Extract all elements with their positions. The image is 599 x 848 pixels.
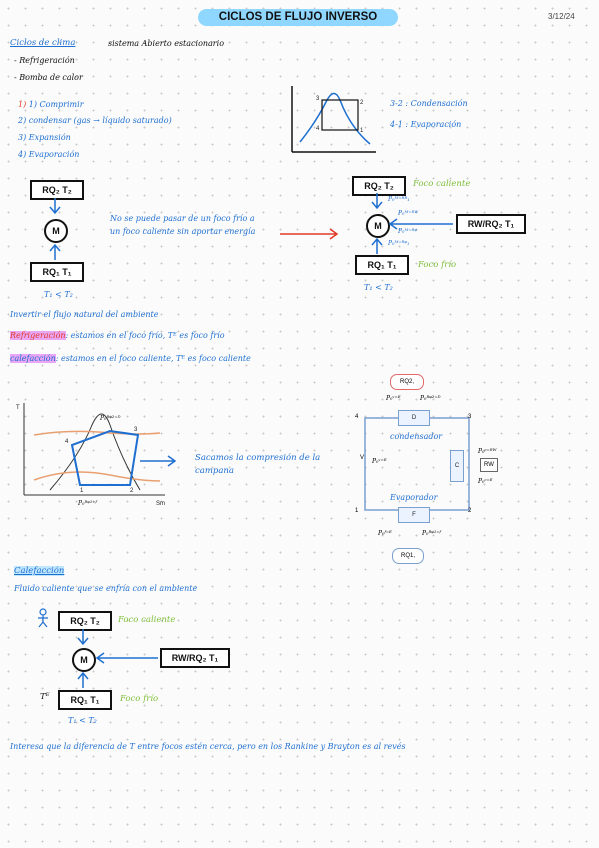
section-heading: Ciclos de clima — [10, 38, 76, 48]
cold-focus-label: Foco frío — [120, 694, 159, 704]
power-label: P₀ᴿᵠ²⁼ᴰ — [420, 395, 441, 402]
pv-diagram: 3 2 4 1 — [291, 86, 376, 153]
arrow-down-icon — [77, 629, 89, 646]
heating-line: calefacción: estamos en el foco caliente… — [10, 354, 251, 363]
final-note: Interesa que la diferencia de T entre fo… — [10, 742, 406, 751]
arrow-up-icon — [49, 243, 61, 260]
arrow-left-icon — [388, 218, 453, 230]
hot-reservoir-box: RQ₂ T₂ — [352, 176, 406, 196]
work-node: RW — [480, 458, 498, 472]
step-3: 3) Expansión — [18, 133, 71, 142]
valve-label: V — [360, 455, 365, 461]
pv-label-2: 2 — [360, 100, 364, 106]
pv-label-3: 3 — [316, 96, 320, 102]
refrigeration-line: Refrigeración: estamos en el foco frío, … — [10, 331, 225, 340]
ts-label-3: 3 — [134, 427, 138, 433]
power-label: P₀ᴹ⁼ᴿᵠ — [398, 228, 417, 235]
temperature-condition: T₁ < T₂ — [364, 283, 393, 292]
arrow-left-icon — [95, 652, 158, 664]
intro-text: sistema Abierto estacionario — [108, 39, 225, 48]
hot-reservoir-box: RQ₂ T₂ — [30, 180, 84, 200]
power-label: P₀ᴹ⁼ᴿᵂ — [398, 210, 419, 217]
power-label: P₀ᴹ⁼ᴿᴮ₁ — [388, 196, 410, 203]
ts-label-4: 4 — [65, 439, 69, 445]
state-4: 4 — [355, 414, 359, 420]
evaporator-box: F — [398, 507, 430, 523]
arrow-up-icon — [77, 671, 89, 688]
ts-label-1: 1 — [80, 488, 84, 494]
compressor-box: C — [450, 450, 464, 482]
power-label: P₀ᴹ⁼ᴿᵠ₁ — [388, 240, 410, 247]
ts-diagram: T Sm 4 3 1 2 — [16, 403, 165, 505]
state-3: 3 — [468, 414, 472, 420]
state-1: 1 — [355, 508, 359, 514]
temperature-condition: T₁ < T₂ — [68, 716, 97, 725]
state-2: 2 — [468, 508, 472, 514]
arrow-up-icon — [371, 237, 383, 254]
ts-note: Sacamos la compresión de la campana — [195, 453, 321, 476]
power-label: P₀ᶠ⁼ᴱ — [378, 530, 392, 537]
power-label: P₀ᴿᵠ¹⁼ᶠ — [422, 530, 441, 537]
ts-power-bottom: P₀ᴿᵠ¹⁼ᶠ — [78, 500, 97, 507]
ts-label-2: 2 — [130, 488, 134, 494]
ts-axis-x: Sm — [156, 501, 165, 505]
hot-focus-label: Foco caliente — [413, 179, 471, 189]
cold-reservoir-node: RQ1, — [392, 548, 424, 564]
ts-axis-y: T — [16, 405, 20, 411]
motor-circle: M — [72, 648, 96, 672]
cold-reservoir-box: RQ₁ T₁ — [355, 255, 409, 275]
arrow-right-icon — [280, 228, 339, 240]
cold-reservoir-box: RQ₁ T₁ — [30, 262, 84, 282]
condenser-label: condensador — [390, 432, 443, 441]
evaporator-label: Evaporador — [390, 493, 438, 502]
power-label: P₀ᵛ⁼ᴱ — [386, 395, 401, 402]
temperature-condition: T₁ < T₂ — [44, 290, 73, 299]
pv-note-condensation: 3-2 : Condensación — [390, 99, 468, 108]
hot-reservoir-node: RQ2, — [390, 374, 424, 390]
step-4: 4) Evaporación — [18, 150, 80, 159]
page-title: CICLOS DE FLUJO INVERSO — [198, 9, 398, 26]
list-item: - Refrigeración — [14, 56, 75, 65]
section-heading: Calefacción — [14, 566, 65, 576]
power-label: P₀ᶜ⁼ᴱ — [478, 478, 493, 485]
ts-power-top: P₀ᴿᵠ²⁼ᴰ — [100, 415, 121, 422]
step-1: 1) 1) Comprimir — [18, 100, 84, 109]
calef-text: Fluido caliente que se enfría con el amb… — [14, 584, 198, 593]
arrow-down-icon — [49, 198, 61, 215]
power-label: P₀ᵛ⁼ᴱ — [372, 458, 387, 465]
work-box: RW/RQ₂ T₁ — [456, 214, 526, 234]
condenser-box: D — [398, 410, 430, 426]
diagram-note: No se puede pasar de un foco frío a un f… — [110, 214, 256, 236]
hot-reservoir-box: RQ₂ T₂ — [58, 611, 112, 631]
environment-temp: Tᴱ — [40, 692, 50, 702]
pv-label-1: 1 — [360, 128, 364, 134]
pv-label-4: 4 — [316, 126, 320, 132]
hot-focus-label: Foco caliente — [118, 615, 176, 625]
cold-reservoir-box: RQ₁ T₁ — [58, 690, 112, 710]
date: 3/12/24 — [548, 12, 575, 21]
arrow-down-icon — [371, 193, 383, 210]
list-item: - Bomba de calor — [14, 73, 83, 82]
motor-circle: M — [366, 214, 390, 238]
invert-text: Invertir el flujo natural del ambiente — [10, 310, 159, 319]
person-icon — [38, 608, 48, 628]
work-box: RW/RQ₂ T₁ — [160, 648, 230, 668]
arrow-right-icon — [140, 455, 177, 467]
step-2: 2) condensar (gas → líquido saturado) — [18, 116, 172, 125]
cold-focus-label: Foco frío — [418, 260, 457, 270]
pv-note-evaporation: 4-1 : Evaporación — [390, 120, 462, 129]
motor-circle: M — [44, 219, 68, 243]
power-label: P₀ᶜ⁼ᴿᵂ — [478, 448, 497, 455]
